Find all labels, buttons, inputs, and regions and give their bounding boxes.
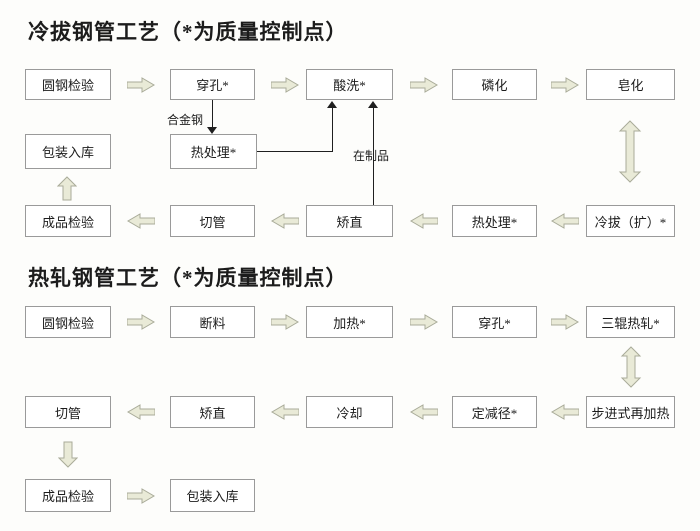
block-arrow-left-icon (127, 213, 155, 229)
block-arrow-right-icon (127, 488, 155, 504)
annotation-alloy-steel: 合金钢 (167, 113, 204, 127)
flow-box-s1-pickling: 酸洗* (306, 69, 393, 100)
flow-box-s2-cooling: 冷却 (306, 396, 393, 428)
flow-box-s1-cold-draw: 冷拔（扩）* (586, 205, 675, 237)
flow-box-s1-heat-treatment-alloy: 热处理* (170, 134, 257, 169)
flow-box-s1-phosphating: 磷化 (452, 69, 537, 100)
flow-box-s2-piercing: 穿孔* (452, 306, 537, 338)
arrowhead-down-icon (207, 127, 217, 134)
block-arrow-right-icon (127, 314, 155, 330)
block-arrow-right-icon (410, 314, 438, 330)
flow-box-s1-round-inspection: 圆钢检验 (25, 69, 111, 100)
block-arrow-left-icon (410, 213, 438, 229)
flow-box-s1-final-inspection: 成品检验 (25, 205, 111, 237)
connector-line (257, 151, 333, 152)
block-arrow-right-icon (410, 77, 438, 93)
flow-box-s2-round-inspection: 圆钢检验 (25, 306, 111, 338)
flow-box-s2-packing: 包装入库 (170, 479, 255, 512)
section2-title: 热轧钢管工艺（*为质量控制点） (28, 266, 348, 290)
flow-box-s2-three-roll-hot-rolling: 三辊热轧* (586, 306, 675, 338)
block-arrow-left-icon (410, 404, 438, 420)
flow-box-s2-sizing-reducing: 定减径* (452, 396, 537, 428)
block-arrow-right-icon (551, 314, 579, 330)
block-arrow-updown-icon (620, 346, 642, 388)
flow-box-s2-cut-material: 断料 (170, 306, 255, 338)
flow-box-s2-step-reheating: 步进式再加热 (586, 396, 675, 428)
flow-box-s1-packing: 包装入库 (25, 134, 111, 169)
connector-line (373, 107, 374, 205)
flow-box-s2-final-inspection: 成品检验 (25, 479, 111, 512)
flow-box-s1-heat-treatment: 热处理* (452, 205, 537, 237)
arrowhead-up-icon (327, 101, 337, 108)
block-arrow-right-icon (271, 314, 299, 330)
block-arrow-right-icon (551, 77, 579, 93)
block-arrow-left-icon (127, 404, 155, 420)
block-arrow-updown-icon (618, 120, 642, 183)
block-arrow-right-icon (271, 77, 299, 93)
block-arrow-up-icon (57, 176, 77, 201)
connector-line (332, 107, 333, 152)
flow-box-s1-cut-pipe: 切管 (170, 205, 255, 237)
block-arrow-left-icon (551, 213, 579, 229)
block-arrow-left-icon (271, 213, 299, 229)
block-arrow-down-icon (58, 441, 78, 468)
block-arrow-left-icon (551, 404, 579, 420)
section1-title: 冷拔钢管工艺（*为质量控制点） (28, 20, 348, 44)
flow-box-s2-cut-pipe: 切管 (25, 396, 111, 428)
flow-box-s1-piercing: 穿孔* (170, 69, 255, 100)
flow-box-s1-saponification: 皂化 (586, 69, 675, 100)
block-arrow-left-icon (271, 404, 299, 420)
annotation-in-process: 在制品 (353, 149, 390, 163)
flow-box-s2-straighten: 矫直 (170, 396, 255, 428)
arrowhead-up-icon (368, 101, 378, 108)
connector-line (212, 100, 213, 127)
block-arrow-right-icon (127, 77, 155, 93)
flow-box-s2-heating: 加热* (306, 306, 393, 338)
flow-box-s1-straighten: 矫直 (306, 205, 393, 237)
